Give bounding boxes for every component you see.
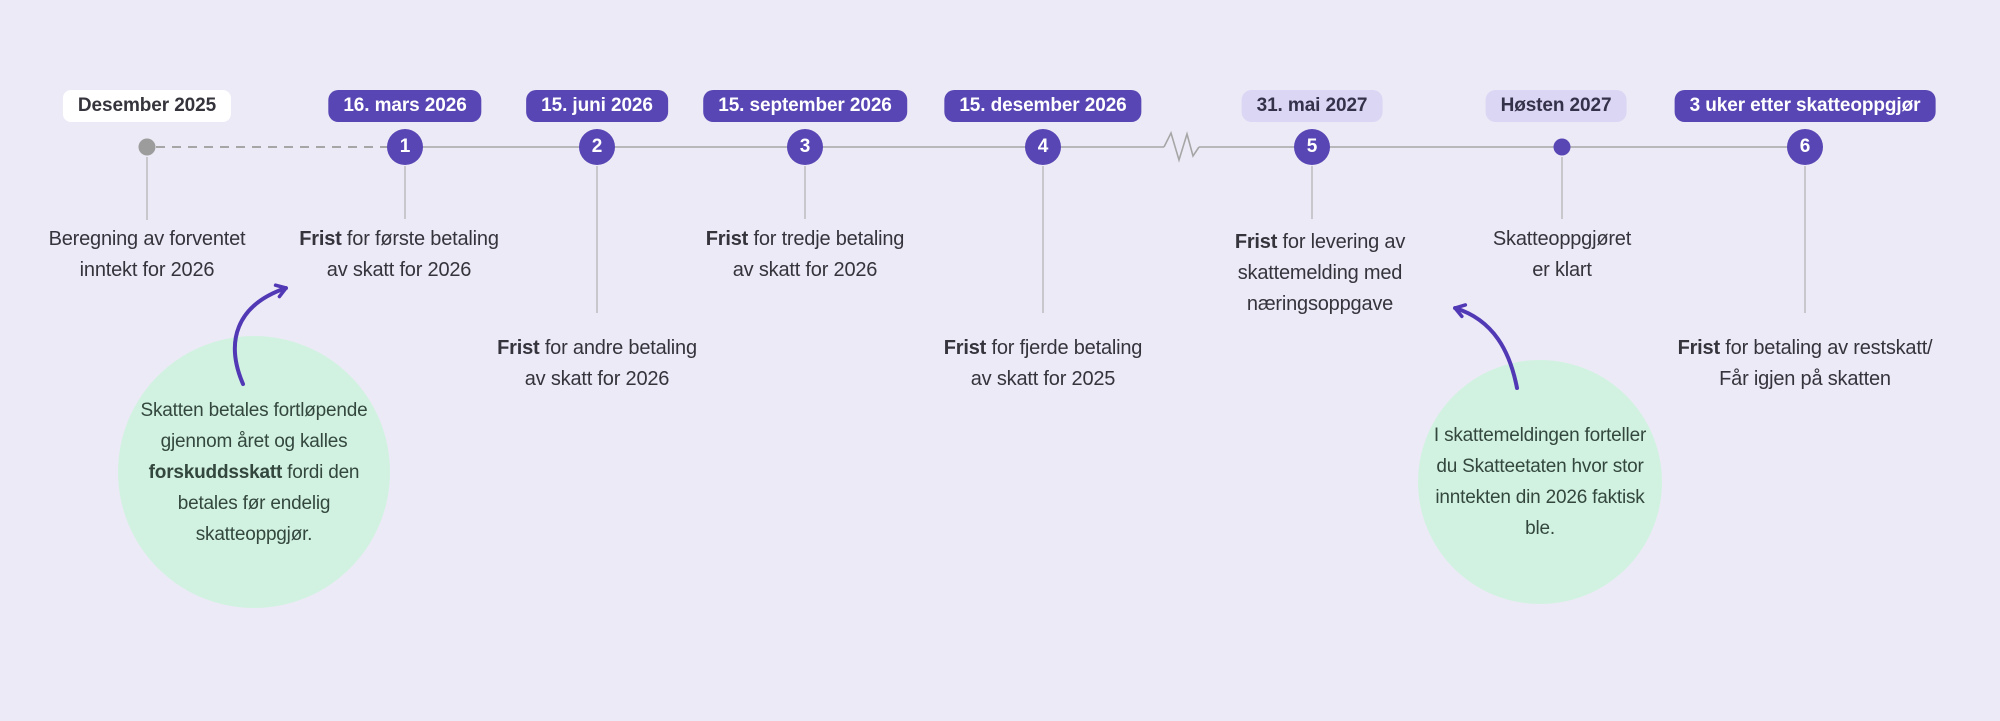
- description-line: Skatteoppgjøret: [1492, 228, 1632, 250]
- description-line: av skatt for 2026: [326, 259, 472, 281]
- callout-text-post: fordi den betales før endelig skatteoppg…: [177, 461, 360, 545]
- description-text: for betaling av restskatt/: [1719, 337, 1933, 359]
- event-description-5: Frist for levering av skattemelding med …: [1234, 227, 1406, 320]
- description-line: av skatt for 2025: [970, 368, 1116, 390]
- description-bold: Frist: [1677, 337, 1721, 359]
- callout-skattemelding: I skattemeldingen forteller du Skatteeta…: [1418, 360, 1662, 604]
- description-line: Frist for betaling av restskatt/: [1678, 333, 1933, 364]
- description-line: Frist for fjerde betaling: [943, 333, 1143, 364]
- callout-text-bold: forskuddsskatt: [148, 461, 283, 483]
- date-badge-6: 3 uker etter skatteoppgjør: [1674, 90, 1936, 122]
- event-description-3: Frist for tredje betaling av skatt for 2…: [705, 224, 905, 286]
- date-badge-start: Desember 2025: [62, 90, 232, 122]
- event-description-start: Beregning av forventet inntekt for 2026: [49, 224, 246, 286]
- description-bold: Frist: [497, 337, 540, 359]
- description-line: av skatt for 2026: [524, 368, 670, 390]
- date-badge-3: 15. september 2026: [703, 90, 907, 122]
- description-text: for første betaling: [341, 228, 499, 250]
- node-marker-4: 4: [1025, 129, 1061, 165]
- description-text: for levering av: [1277, 231, 1406, 253]
- event-description-4: Frist for fjerde betaling av skatt for 2…: [943, 333, 1143, 395]
- date-badge-4: 15. desember 2026: [944, 90, 1142, 122]
- description-line: Frist for andre betaling: [497, 333, 697, 364]
- node-marker-6: 6: [1787, 129, 1823, 165]
- description-text: for fjerde betaling: [986, 337, 1143, 359]
- description-line: Beregning av forventet: [48, 228, 246, 250]
- description-line: inntekt for 2026: [79, 259, 215, 281]
- event-description-6: Frist for betaling av restskatt/ Får igj…: [1678, 333, 1933, 395]
- description-text: for andre betaling: [539, 337, 697, 359]
- date-badge-2: 15. juni 2026: [526, 90, 668, 122]
- callout-forskuddsskatt: Skatten betales fortløpende gjennom året…: [118, 336, 390, 608]
- node-marker-3: 3: [787, 129, 823, 165]
- description-bold: Frist: [299, 228, 342, 250]
- date-badge-hosten: Høsten 2027: [1485, 90, 1627, 122]
- timeline-break-icon: [1163, 130, 1200, 163]
- node-marker-2: 2: [579, 129, 615, 165]
- description-bold: Frist: [943, 337, 987, 359]
- description-line: Frist for første betaling: [299, 224, 499, 255]
- description-line: skattemelding med: [1237, 262, 1403, 284]
- event-description-1: Frist for første betaling av skatt for 2…: [299, 224, 499, 286]
- description-line: Får igjen på skatten: [1719, 368, 1891, 390]
- description-line: er klart: [1532, 259, 1592, 281]
- description-line: næringsoppgave: [1246, 293, 1394, 315]
- callout-forskuddsskatt-text: Skatten betales fortløpende gjennom året…: [131, 395, 377, 550]
- node-marker-5: 5: [1294, 129, 1330, 165]
- description-bold: Frist: [705, 228, 749, 250]
- event-description-hosten: Skatteoppgjøret er klart: [1493, 224, 1631, 286]
- date-badge-5: 31. mai 2027: [1241, 90, 1383, 122]
- description-bold: Frist: [1234, 231, 1278, 253]
- hosten-dot: [1553, 138, 1571, 156]
- description-line: Frist for levering av: [1234, 227, 1406, 258]
- event-description-2: Frist for andre betaling av skatt for 20…: [497, 333, 697, 395]
- callout-skattemelding-text: I skattemeldingen forteller du Skatteeta…: [1433, 425, 1647, 539]
- date-badge-1: 16. mars 2026: [328, 90, 482, 122]
- description-text: for tredje betaling: [748, 228, 905, 250]
- description-line: Frist for tredje betaling: [705, 224, 905, 255]
- start-dot: [138, 138, 156, 156]
- callout-text-pre: Skatten betales fortløpende gjennom året…: [140, 399, 368, 452]
- description-line: av skatt for 2026: [732, 259, 878, 281]
- node-marker-1: 1: [387, 129, 423, 165]
